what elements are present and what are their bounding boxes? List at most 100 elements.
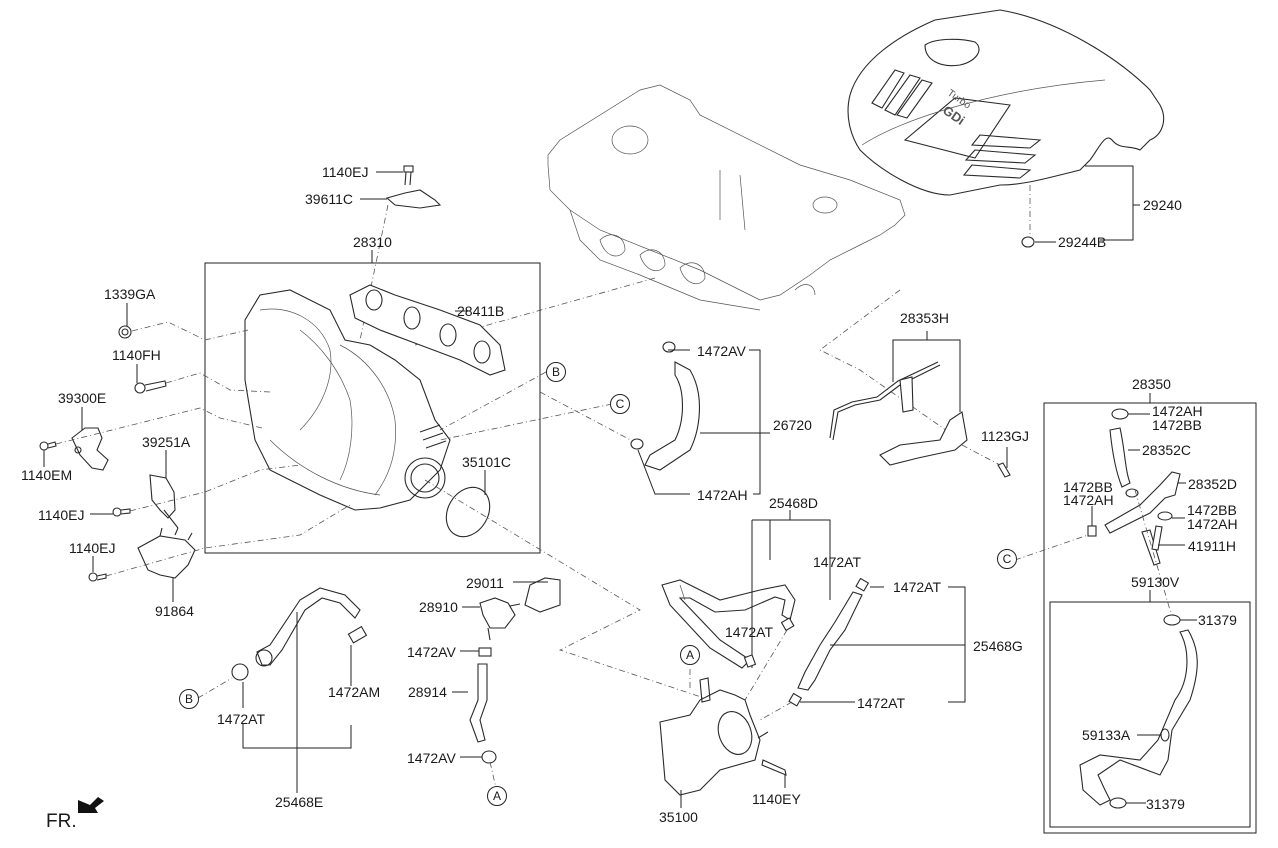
label-1472bb-r2: 1472BB bbox=[1063, 479, 1113, 495]
label-39251a: 39251A bbox=[142, 434, 191, 450]
nut-29244b[interactable] bbox=[1021, 236, 1035, 248]
o-ring-35101c[interactable] bbox=[438, 479, 499, 544]
hose-26720[interactable] bbox=[630, 341, 700, 471]
bolt-1140ey[interactable] bbox=[761, 759, 787, 776]
label-1472at-d2: 1472AT bbox=[813, 554, 861, 570]
label-1339ga: 1339GA bbox=[104, 286, 156, 302]
label-1472ah-r2: 1472AH bbox=[1063, 492, 1114, 508]
label-31379-bot: 31379 bbox=[1146, 796, 1185, 812]
connector-left[interactable] bbox=[1087, 525, 1097, 537]
label-1472at-e: 1472AT bbox=[217, 711, 265, 727]
callout-a-throttle[interactable]: A bbox=[680, 645, 700, 665]
label-35101c: 35101C bbox=[462, 454, 512, 470]
label-1472at-g2: 1472AT bbox=[857, 695, 905, 711]
intake-manifold[interactable] bbox=[244, 289, 451, 511]
clamp-1472av-v1[interactable] bbox=[478, 647, 492, 657]
callout-c-right[interactable]: C bbox=[997, 549, 1017, 569]
clamp-mid-right[interactable] bbox=[1157, 511, 1173, 521]
engine-cover[interactable] bbox=[847, 9, 1165, 196]
label-39611c: 39611C bbox=[305, 191, 354, 207]
label-39300e: 39300E bbox=[58, 390, 107, 406]
label-1472av-v1: 1472AV bbox=[407, 644, 456, 660]
label-1472ah-r3: 1472AH bbox=[1187, 516, 1238, 532]
label-1140fh: 1140FH bbox=[112, 347, 161, 363]
bracket-29011[interactable] bbox=[524, 577, 561, 613]
clamp-top-28350[interactable] bbox=[1111, 408, 1129, 420]
hose-59133a[interactable] bbox=[1079, 629, 1198, 806]
label-35100: 35100 bbox=[659, 809, 698, 825]
nut-1339ga[interactable] bbox=[118, 325, 132, 339]
bolt-1140ej-top[interactable] bbox=[403, 165, 414, 186]
label-41911h: 41911H bbox=[1188, 538, 1237, 554]
front-direction-label: FR. bbox=[46, 811, 77, 832]
clamp-1472am[interactable] bbox=[347, 625, 368, 644]
bolt-1140fh[interactable] bbox=[134, 380, 167, 394]
label-1140ej-top: 1140EJ bbox=[322, 164, 369, 180]
label-1140em: 1140EM bbox=[21, 467, 73, 483]
label-29011: 29011 bbox=[466, 575, 504, 591]
callout-c-manifold[interactable]: C bbox=[610, 394, 630, 414]
clamp-1472at-g2[interactable] bbox=[788, 692, 803, 707]
valve-28910[interactable] bbox=[479, 597, 521, 641]
bracket-91864[interactable] bbox=[137, 527, 196, 579]
hose-25468d[interactable] bbox=[661, 579, 796, 669]
label-59130v: 59130V bbox=[1131, 574, 1180, 590]
label-28310: 28310 bbox=[353, 234, 392, 250]
label-31379-top: 31379 bbox=[1198, 612, 1237, 628]
clamp-31379-top[interactable] bbox=[1163, 614, 1181, 626]
label-1472bb-r1: 1472BB bbox=[1152, 417, 1202, 433]
label-28914: 28914 bbox=[408, 684, 447, 700]
clamp-1472at-g1[interactable] bbox=[855, 577, 870, 592]
bracket-39251a[interactable] bbox=[149, 474, 179, 529]
label-1472av-top: 1472AV bbox=[697, 343, 746, 359]
throttle-body-35100[interactable] bbox=[659, 677, 769, 796]
label-28910: 28910 bbox=[419, 599, 458, 615]
assembly-box-59130v bbox=[1049, 601, 1251, 828]
hose-25468e[interactable] bbox=[255, 587, 361, 667]
hose-28352d[interactable] bbox=[1104, 471, 1181, 534]
callout-a-hose[interactable]: A bbox=[487, 786, 507, 806]
label-29244b: 29244B bbox=[1058, 234, 1107, 250]
label-1472at-g1: 1472AT bbox=[893, 579, 941, 595]
bolt-1140em[interactable] bbox=[39, 441, 57, 451]
cylinder-head bbox=[547, 84, 906, 311]
label-91864: 91864 bbox=[155, 603, 194, 619]
label-25468e: 25468E bbox=[275, 794, 324, 810]
label-25468d: 25468D bbox=[769, 495, 819, 511]
label-29240: 29240 bbox=[1143, 197, 1182, 213]
hose-25468g[interactable] bbox=[797, 591, 863, 691]
gasket-28411b[interactable] bbox=[349, 284, 506, 376]
label-1472bb-r3: 1472BB bbox=[1187, 502, 1237, 518]
label-28353h: 28353H bbox=[900, 310, 950, 326]
map-sensor-39300e[interactable] bbox=[71, 427, 109, 471]
label-26720: 26720 bbox=[773, 417, 812, 433]
callout-b-hose[interactable]: B bbox=[179, 689, 199, 709]
label-1140ej-mid: 1140EJ bbox=[38, 507, 85, 523]
clamp-1472at-d2[interactable] bbox=[780, 617, 795, 632]
hose-28914[interactable] bbox=[469, 663, 488, 743]
front-arrow-icon bbox=[78, 797, 104, 813]
label-1472am: 1472AM bbox=[328, 684, 381, 700]
label-1472at-d1: 1472AT bbox=[725, 624, 773, 640]
label-1472av-v2: 1472AV bbox=[407, 750, 456, 766]
clamp-1472at-d1[interactable] bbox=[743, 654, 757, 668]
pipe-bracket-28353h[interactable] bbox=[829, 361, 968, 466]
label-28352c: 28352C bbox=[1142, 442, 1192, 458]
clamp-1472at-e[interactable] bbox=[231, 663, 249, 681]
label-25468g: 25468G bbox=[973, 638, 1023, 654]
y-connector-41911h[interactable] bbox=[1141, 525, 1163, 566]
label-28411b: 28411B bbox=[457, 303, 505, 319]
bolt-1123gj[interactable] bbox=[997, 462, 1011, 478]
callout-b-manifold[interactable]: B bbox=[546, 362, 566, 382]
clamp-31379-bot[interactable] bbox=[1109, 797, 1127, 809]
bracket-39611c[interactable] bbox=[385, 189, 442, 209]
bolt-1140ej-mid[interactable] bbox=[112, 507, 131, 517]
label-28350: 28350 bbox=[1132, 376, 1171, 392]
label-59133a: 59133A bbox=[1082, 727, 1131, 743]
hose-28352c[interactable] bbox=[1109, 427, 1131, 488]
clamp-1472av-v2[interactable] bbox=[481, 750, 497, 764]
label-1472ah-r1: 1472AH bbox=[1152, 403, 1203, 419]
bolt-1140ej-low[interactable] bbox=[88, 572, 107, 582]
label-1140ey: 1140EY bbox=[752, 791, 801, 807]
